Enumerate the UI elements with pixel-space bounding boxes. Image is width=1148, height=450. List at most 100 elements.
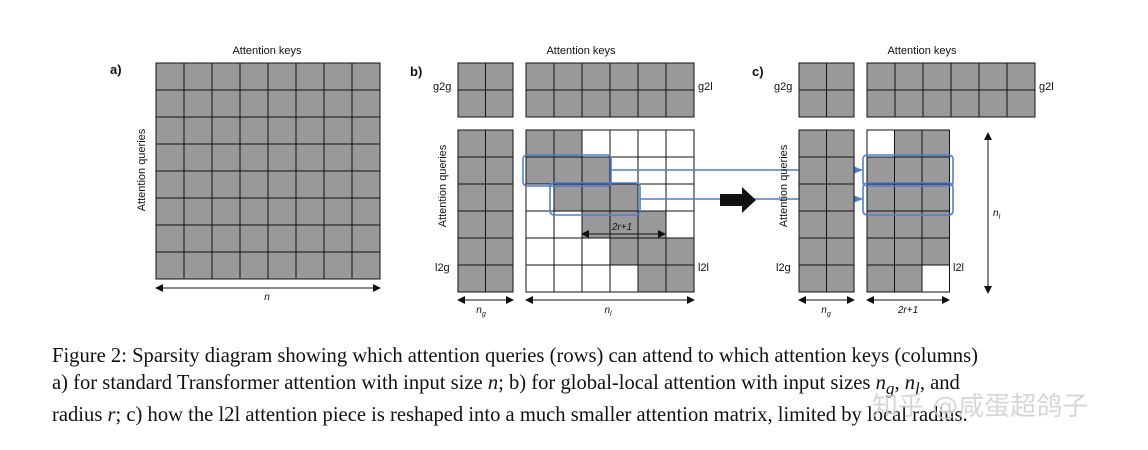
- matrix-cell: [267, 62, 297, 91]
- caption-line-2: a) for standard Transformer attention wi…: [52, 372, 960, 399]
- panel-a-header: Attention keys: [232, 45, 302, 57]
- matrix-cell: [351, 197, 381, 226]
- matrix-cell: [922, 89, 952, 118]
- matrix-cell: [211, 89, 241, 118]
- matrix-cell: [239, 89, 269, 118]
- matrix-cell: [155, 143, 185, 172]
- matrix-cell: [155, 89, 185, 118]
- matrix-cell: [921, 129, 950, 158]
- matrix-cell: [553, 129, 583, 158]
- matrix-cell: [485, 210, 514, 239]
- matrix-cell: [553, 156, 583, 185]
- matrix-cell: [1006, 89, 1036, 118]
- matrix-cell: [323, 224, 353, 253]
- matrix-cell: [351, 170, 381, 199]
- matrix-cell: [581, 237, 611, 266]
- matrix-cell: [155, 224, 185, 253]
- matrix-cell: [798, 156, 827, 185]
- matrix-cell: [798, 183, 827, 212]
- matrix-cell: [485, 129, 514, 158]
- matrix-cell: [609, 62, 639, 91]
- matrix-cell: [553, 62, 583, 91]
- matrix-cell: [921, 156, 950, 185]
- matrix-cell: [609, 264, 639, 293]
- matrix-cell: [295, 170, 325, 199]
- matrix-cell: [950, 89, 980, 118]
- matrix-cell: [581, 156, 611, 185]
- matrix-cell: [457, 264, 486, 293]
- matrix-cell: [351, 224, 381, 253]
- panel-c-ng-label: ng: [821, 305, 831, 318]
- matrix-cell: [894, 264, 923, 293]
- panel-a-xlabel: n: [264, 292, 270, 303]
- matrix-cell: [637, 183, 667, 212]
- matrix-cell: [295, 62, 325, 91]
- matrix-cell: [211, 251, 241, 280]
- panel-b-g2g-matrix: [457, 62, 514, 118]
- panel-c-width-label: 2r+1: [897, 305, 918, 316]
- matrix-cell: [609, 237, 639, 266]
- matrix-cell: [457, 156, 486, 185]
- figure-caption: Figure 2: Sparsity diagram showing which…: [52, 343, 1122, 429]
- panel-c-g2l-label: g2l: [1039, 81, 1054, 93]
- caption-line-1: Figure 2: Sparsity diagram showing which…: [52, 345, 978, 367]
- matrix-cell: [665, 183, 695, 212]
- matrix-cell: [581, 264, 611, 293]
- matrix-cell: [866, 156, 895, 185]
- matrix-cell: [553, 237, 583, 266]
- panel-c-nl-label: nl: [993, 208, 1001, 221]
- matrix-cell: [323, 251, 353, 280]
- matrix-cell: [295, 224, 325, 253]
- matrix-cell: [239, 143, 269, 172]
- matrix-cell: [581, 183, 611, 212]
- matrix-cell: [155, 251, 185, 280]
- matrix-cell: [826, 129, 855, 158]
- matrix-cell: [922, 62, 952, 91]
- matrix-cell: [211, 197, 241, 226]
- matrix-cell: [183, 251, 213, 280]
- matrix-cell: [866, 129, 895, 158]
- panel-b-tag: b): [410, 64, 422, 79]
- panel-a-matrix: [155, 62, 381, 280]
- matrix-cell: [553, 183, 583, 212]
- matrix-cell: [351, 89, 381, 118]
- matrix-cell: [525, 62, 555, 91]
- panel-a-tag: a): [110, 62, 122, 77]
- matrix-cell: [581, 129, 611, 158]
- matrix-cell: [351, 251, 381, 280]
- panel-c-tag: c): [752, 64, 764, 79]
- panel-c-header: Attention keys: [887, 45, 957, 57]
- matrix-cell: [665, 129, 695, 158]
- matrix-cell: [637, 62, 667, 91]
- panel-b-l2g-matrix: [457, 129, 514, 293]
- matrix-cell: [826, 237, 855, 266]
- panel-c-highlight-row-2: [862, 182, 954, 216]
- matrix-cell: [665, 62, 695, 91]
- matrix-cell: [894, 62, 924, 91]
- matrix-cell: [637, 264, 667, 293]
- matrix-cell: [211, 170, 241, 199]
- matrix-cell: [894, 183, 923, 212]
- matrix-cell: [351, 116, 381, 145]
- matrix-cell: [525, 89, 555, 118]
- matrix-cell: [155, 170, 185, 199]
- matrix-cell: [1006, 62, 1036, 91]
- panel-b-header: Attention keys: [546, 45, 616, 57]
- matrix-cell: [826, 156, 855, 185]
- matrix-cell: [155, 62, 185, 91]
- matrix-cell: [183, 116, 213, 145]
- matrix-cell: [525, 237, 555, 266]
- panel-b-l2l-matrix: [525, 129, 695, 293]
- matrix-cell: [295, 251, 325, 280]
- matrix-cell: [457, 210, 486, 239]
- matrix-cell: [267, 224, 297, 253]
- panel-b-l2g-label: l2g: [435, 262, 450, 274]
- panel-b-nl-label: nl: [604, 305, 612, 318]
- matrix-cell: [798, 129, 827, 158]
- panel-c-g2l-matrix: [866, 62, 1036, 118]
- matrix-cell: [183, 62, 213, 91]
- matrix-cell: [457, 89, 486, 118]
- matrix-cell: [665, 210, 695, 239]
- panel-c-ylabel: Attention queries: [778, 144, 790, 227]
- caption-line-3: radius r; c) how the l2l attention piece…: [52, 404, 968, 427]
